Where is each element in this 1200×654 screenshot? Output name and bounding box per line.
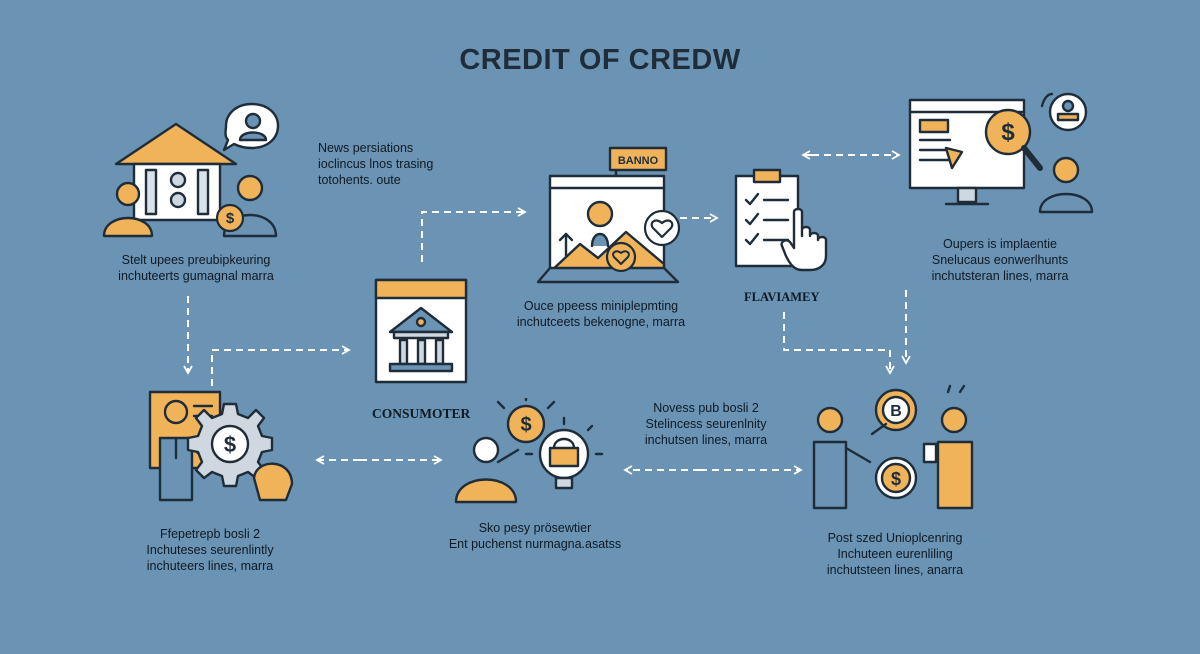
svg-text:$: $	[520, 414, 531, 436]
idea-caption: Sko pesy prösewtier Ent puchenst nurmagn…	[448, 521, 622, 551]
hand-pointer-icon	[780, 207, 828, 272]
coin-dollar-icon: $	[215, 203, 245, 233]
checklist-label: FLAVIAMEY	[744, 290, 820, 304]
banno-sign: BANNO	[618, 155, 659, 167]
news-caption: News persiations ioclincus lnos trasing …	[318, 141, 434, 187]
arrow-consumer-to-online	[421, 207, 527, 262]
bank-building-icon	[102, 122, 278, 238]
gear-dollar-icon: $	[148, 390, 294, 502]
bitcoin-coin-icon: B $	[812, 384, 974, 510]
heart-icon	[605, 241, 637, 273]
consumer-bank-icon	[374, 278, 468, 384]
arrow-checklist-to-exchange	[783, 312, 895, 375]
diagram-title: CREDIT OF CREDW	[459, 44, 741, 76]
svg-text:$: $	[1001, 119, 1015, 146]
middle-caption: Novess pub bosli 2 Stelincess seurenlnit…	[644, 401, 768, 447]
bank-caption: Stelt upees preubipkeuring inchuteerts g…	[118, 253, 274, 283]
svg-text:$: $	[224, 432, 236, 457]
heart-icon	[643, 209, 681, 247]
lightbulb-icon: $	[454, 398, 604, 504]
computer-caption: Oupers is implaentie Snelucaus eonwerlhu…	[931, 237, 1069, 283]
monitor-icon: $	[908, 92, 1094, 214]
svg-text:$: $	[891, 469, 901, 489]
online-caption: Ouce ppeess miniplepmting inchutceets be…	[516, 299, 686, 329]
svg-text:B: B	[890, 403, 902, 420]
worker-caption: Ffepetrepb bosli 2 Inchuteses seurenlint…	[146, 527, 274, 573]
consumer-label: CONSUMOTER	[372, 406, 471, 421]
arrow-worker-to-consumer	[211, 345, 351, 386]
speech-bubble-person-icon	[222, 102, 280, 152]
svg-text:$: $	[226, 210, 235, 227]
exchange-caption: Post szed Unioplcenring Inchuteen eurenl…	[826, 531, 964, 577]
